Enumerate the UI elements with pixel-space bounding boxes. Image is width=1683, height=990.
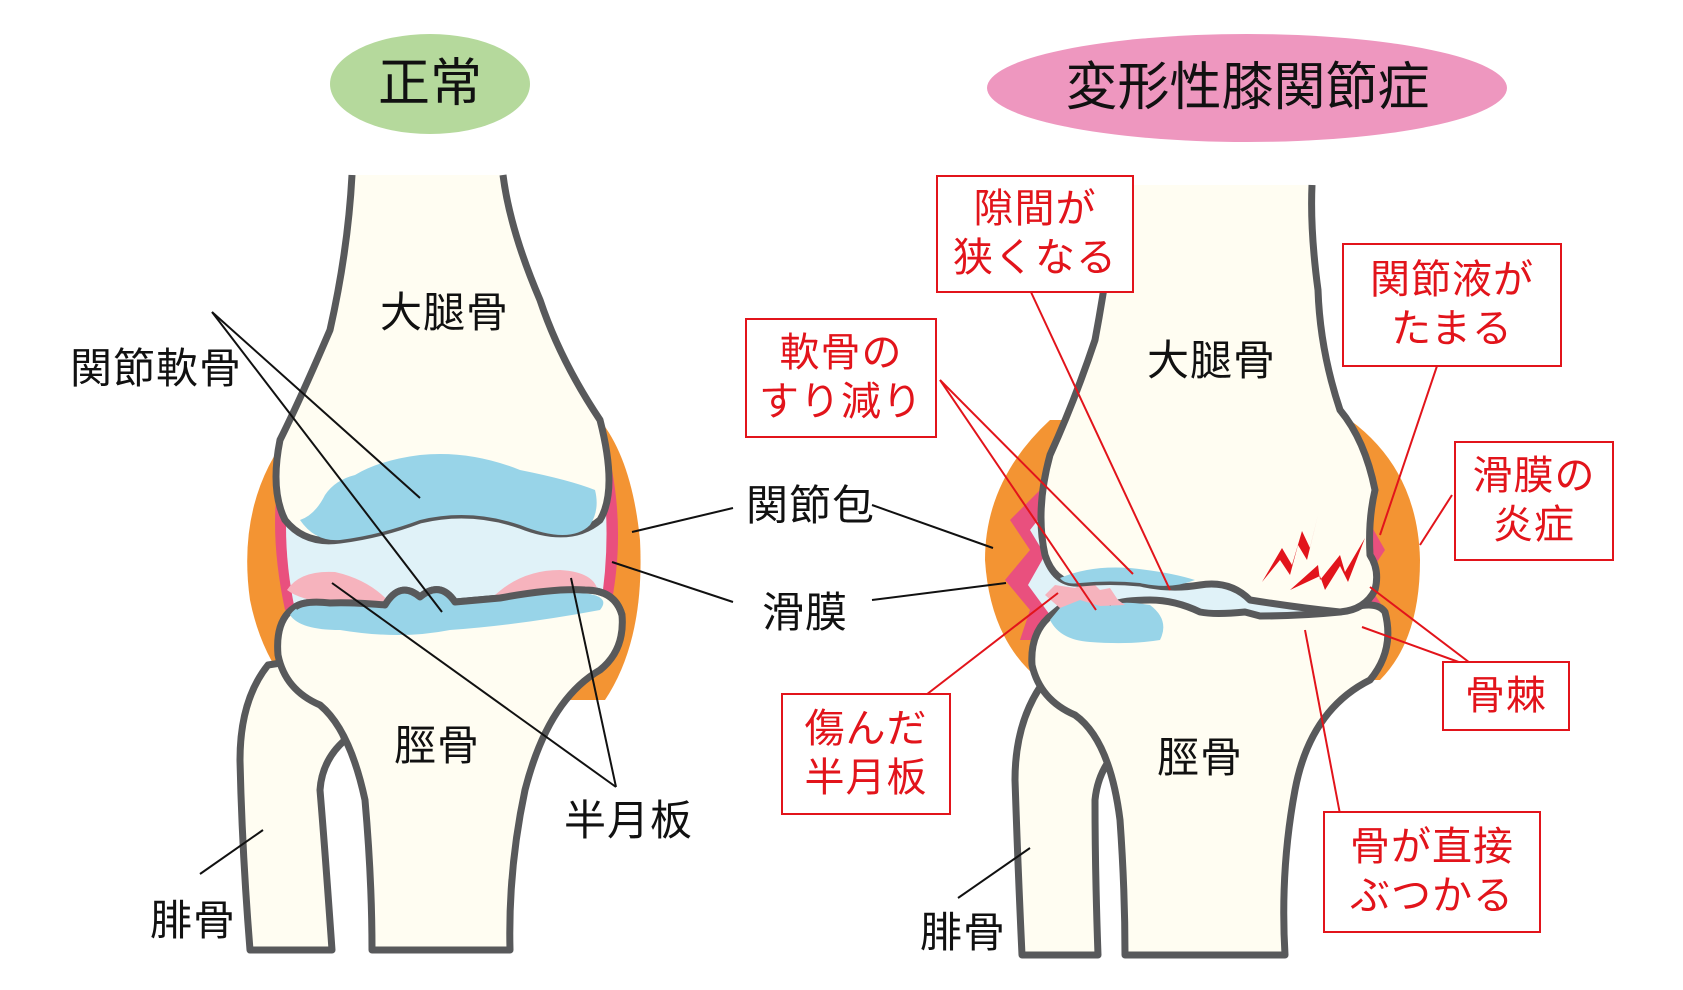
normal-title-badge: [330, 34, 530, 134]
callout-line: 傷んだ: [804, 706, 928, 753]
callout-cartilage-wear: 軟骨の すり減り: [745, 318, 937, 438]
callout-narrowing: 隙間が 狭くなる: [936, 175, 1134, 293]
oa-femoral-cartilage: [1060, 567, 1195, 586]
callout-line: 軟骨の: [779, 330, 903, 377]
oa-knee: [985, 184, 1420, 959]
normal-leader-lines: [199, 311, 1031, 899]
callout-bone-contact: 骨が直接 ぶつかる: [1323, 811, 1541, 933]
callout-fluid: 関節液が たまる: [1342, 243, 1562, 367]
label-articular-cartilage: 関節軟骨: [70, 344, 243, 393]
normal-femoral-cartilage: [300, 454, 597, 541]
label-fibula-normal: 腓骨: [150, 896, 237, 945]
label-fibula-oa: 腓骨: [920, 908, 1007, 957]
callout-line: 隙間が: [973, 186, 1097, 233]
label-tibia-oa: 脛骨: [1157, 733, 1244, 782]
callout-line: 骨が直接: [1350, 824, 1514, 871]
oa-tibial-cartilage: [1050, 596, 1164, 644]
callout-osteophyte: 骨棘: [1442, 661, 1570, 731]
oa-tibia: [1028, 592, 1392, 959]
callout-line: たまる: [1391, 306, 1513, 352]
callout-line: 狭くなる: [953, 235, 1117, 281]
normal-tibial-cartilage: [290, 589, 604, 635]
label-meniscus: 半月板: [564, 796, 694, 845]
label-synovium: 滑膜: [762, 588, 849, 637]
label-tibia-normal: 脛骨: [394, 721, 481, 770]
oa-title: 変形性膝関節症: [1065, 58, 1430, 118]
label-femur-oa: 大腿骨: [1147, 336, 1277, 385]
callout-line: 半月板: [804, 755, 928, 801]
pain-bolt-icon: [1262, 515, 1318, 582]
label-joint-capsule: 関節包: [746, 481, 876, 530]
callout-line: 滑膜の: [1472, 453, 1596, 500]
label-femur-normal: 大腿骨: [380, 288, 510, 337]
callout-damaged-meniscus: 傷んだ 半月板: [781, 693, 951, 815]
callout-synovitis: 滑膜の 炎症: [1454, 441, 1614, 561]
callout-line: すり減り: [759, 379, 923, 425]
callout-line: 関節液が: [1370, 257, 1534, 304]
normal-title: 正常: [377, 54, 482, 114]
callout-line: 骨棘: [1465, 672, 1547, 719]
callout-line: 炎症: [1493, 502, 1575, 548]
callout-line: ぶつかる: [1350, 873, 1514, 919]
pain-bolt-icon: [1290, 538, 1365, 590]
oa-title-badge: [987, 34, 1507, 142]
